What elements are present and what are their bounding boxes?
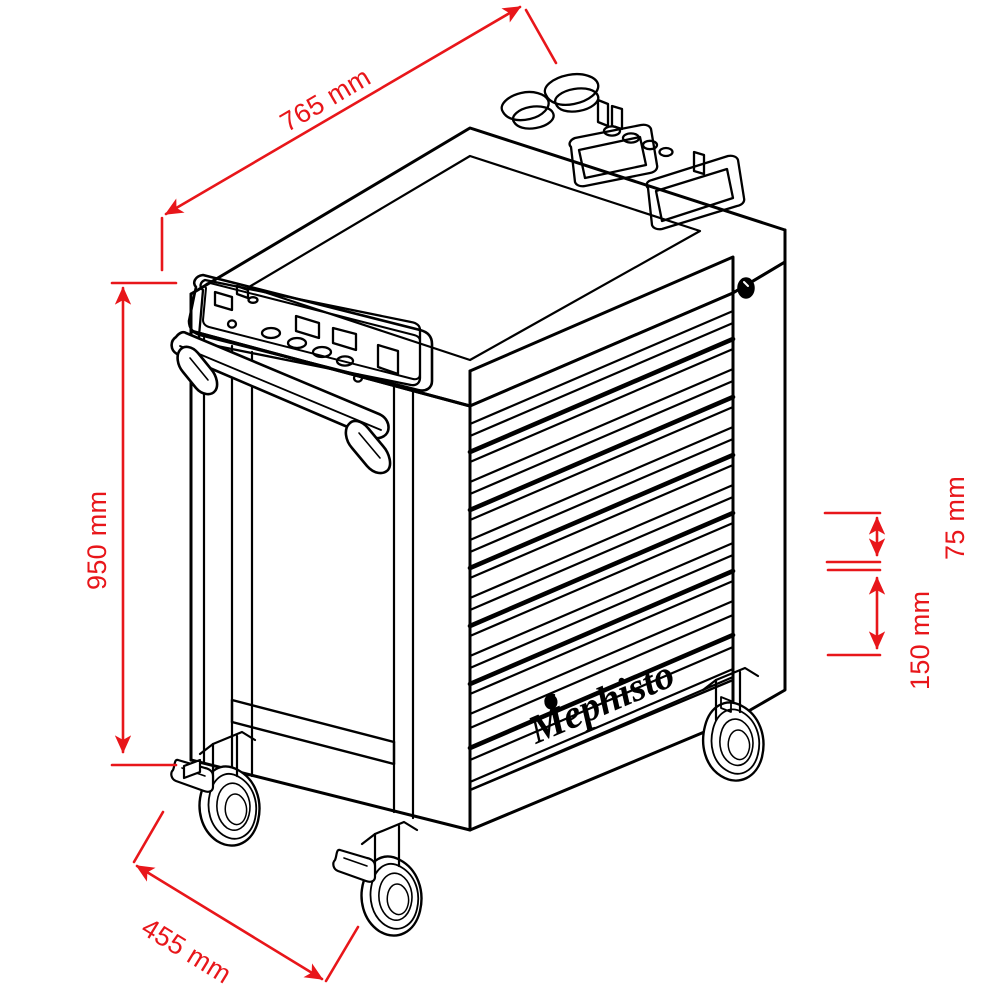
dimension-label-drawer-large: 150 mm <box>905 590 935 690</box>
dimension-765 <box>160 5 558 272</box>
dimension-label-drawer-small: 75 mm <box>940 475 970 560</box>
caster-rear-right <box>701 666 765 782</box>
dimension-label-height: 950 mm <box>82 490 112 590</box>
dimension-annotations <box>110 5 886 983</box>
caster-front-left <box>170 730 261 847</box>
dimension-150 <box>826 568 886 657</box>
drawer-stack <box>467 309 736 792</box>
top-worktop <box>189 126 787 408</box>
push-handle <box>170 330 392 475</box>
caster-rear-left <box>182 758 202 780</box>
lock-icon <box>737 277 755 299</box>
cart-body-group: Mephisto <box>170 73 787 937</box>
dimension-455 <box>132 810 360 983</box>
dimension-950 <box>110 281 178 767</box>
top-tray-right <box>500 73 746 231</box>
dimension-75 <box>823 511 886 564</box>
caster-front-center <box>332 820 423 937</box>
